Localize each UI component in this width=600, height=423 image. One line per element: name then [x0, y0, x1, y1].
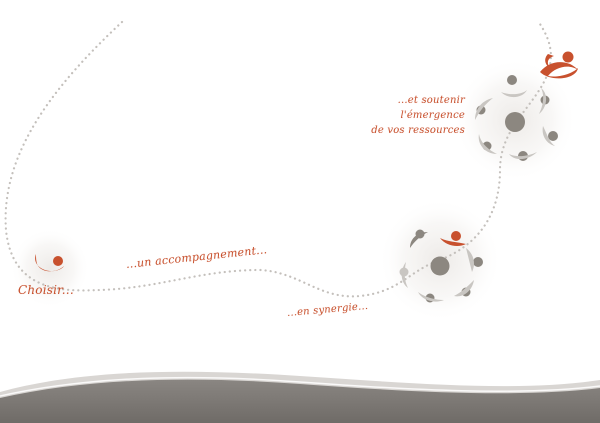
caption-soutenir-line3: de vos ressources	[371, 125, 465, 136]
circle-of-people-icon-middle	[399, 229, 483, 303]
wave-highlight	[0, 376, 600, 397]
caption-choisir: Choisir...	[18, 283, 74, 297]
dotted-path	[4, 20, 552, 298]
circle-of-people-icon-top	[475, 75, 558, 161]
caption-soutenir-line2: l'émergence	[400, 110, 465, 121]
person-swoosh-logo-left	[35, 254, 64, 272]
caption-soutenir-line1: ...et soutenir	[397, 95, 465, 106]
wave-band	[0, 379, 600, 423]
caption-soutenir: ...et soutenir l'émergence de vos ressou…	[371, 93, 465, 138]
person-swoosh-logo-top	[540, 51, 578, 79]
halo-left	[10, 228, 90, 308]
